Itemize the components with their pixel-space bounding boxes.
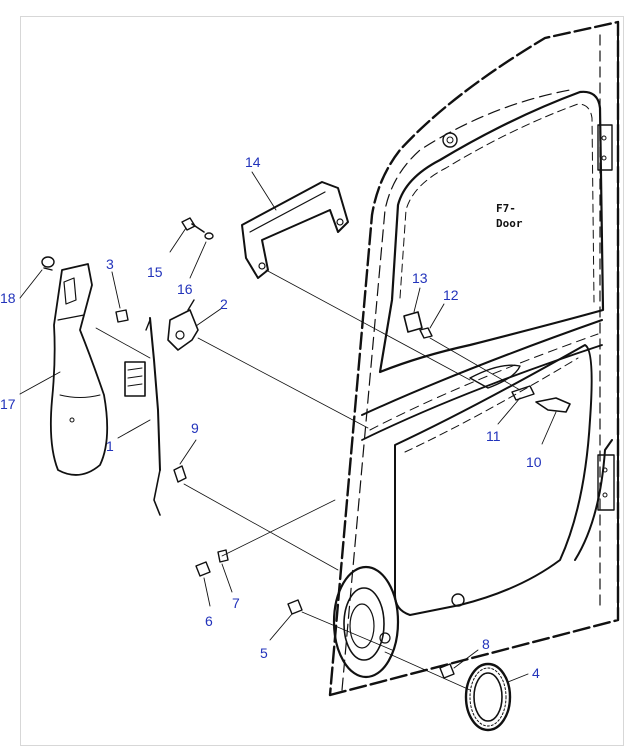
- callout-17: 17: [0, 396, 16, 412]
- assembly-lines: [95, 269, 521, 691]
- callout-3: 3: [106, 256, 114, 272]
- door-hinge-plates: [597, 124, 615, 511]
- door-upper-hole: [442, 132, 458, 148]
- door-lower-hole: [451, 593, 465, 607]
- leader-lines: [19, 171, 557, 683]
- door-mid-rail: [361, 319, 603, 441]
- screw-part-8: [439, 663, 455, 679]
- callout-4: 4: [532, 665, 540, 681]
- lock-rod-assembly: [124, 317, 161, 516]
- callout-1: 1: [106, 438, 114, 454]
- washer-part-16: [204, 232, 214, 240]
- striker-part-4: [464, 662, 512, 732]
- grab-handle: [241, 181, 349, 279]
- callout-14: 14: [245, 154, 261, 170]
- nut-part-12: [419, 327, 433, 339]
- callout-13: 13: [412, 270, 428, 286]
- clip-part-9: [173, 465, 187, 483]
- plate-part-11: [511, 385, 535, 401]
- bolt-part-15: [181, 217, 205, 233]
- bolt-part-3: [115, 309, 129, 323]
- clip-part-18: [41, 256, 55, 271]
- callout-10: 10: [526, 454, 542, 470]
- catch-part-10: [535, 397, 571, 413]
- callout-5: 5: [260, 645, 268, 661]
- callout-12: 12: [443, 287, 459, 303]
- bolt-part-6: [195, 561, 211, 577]
- lower-window: [394, 344, 613, 616]
- callout-7: 7: [232, 595, 240, 611]
- door-panel: [328, 20, 620, 697]
- washer-part-7: [217, 549, 229, 563]
- armrest-pad: [49, 263, 109, 476]
- diagram-frame: [20, 16, 624, 746]
- cover-part-13: [403, 311, 423, 333]
- upper-window: [378, 90, 605, 374]
- lever-part-2: [167, 299, 199, 351]
- door-stamp-line1: F7-: [496, 202, 516, 215]
- callout-6: 6: [205, 613, 213, 629]
- door-upper-hole-inner: [446, 136, 454, 144]
- door-lock-opening: [332, 565, 400, 679]
- callout-8: 8: [482, 636, 490, 652]
- door-stamp-line2: Door: [496, 217, 523, 230]
- callout-15: 15: [147, 264, 163, 280]
- screw-part-5: [287, 599, 303, 615]
- callout-16: 16: [177, 281, 193, 297]
- callout-11: 11: [486, 428, 501, 444]
- callout-9: 9: [191, 420, 199, 436]
- callout-18: 18: [0, 290, 16, 306]
- callout-2: 2: [220, 296, 228, 312]
